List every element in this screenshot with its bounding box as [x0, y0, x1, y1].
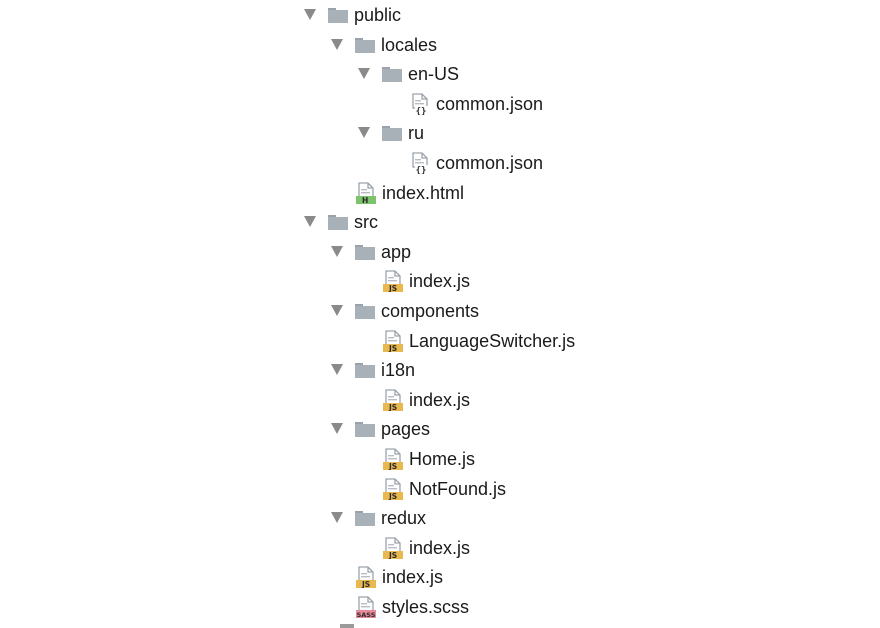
folder-icon	[328, 215, 348, 231]
tree-file-home-js[interactable]: JS Home.js	[0, 444, 880, 474]
chevron-down-icon[interactable]	[304, 216, 316, 228]
folder-icon	[355, 37, 375, 53]
chevron-down-icon[interactable]	[304, 9, 316, 20]
tree-item-label: index.html	[382, 182, 465, 203]
folder-icon	[328, 8, 348, 23]
svg-text:JS: JS	[388, 284, 397, 292]
html-file-icon: H	[356, 181, 376, 205]
tree-file-styles-scss[interactable]: SASS styles.scss	[0, 592, 880, 622]
svg-text:JS: JS	[388, 551, 397, 559]
json-file-icon: {}	[410, 93, 430, 117]
js-file-icon: JS	[383, 329, 403, 353]
tree-item-label: NotFound.js	[409, 478, 507, 499]
tree-item-label: components	[381, 301, 480, 321]
folder-icon	[355, 304, 375, 319]
tree-item-label: common.json	[436, 93, 544, 114]
folder-icon	[355, 422, 375, 438]
js-file-icon: JS	[383, 270, 403, 293]
js-file-icon: JS	[356, 566, 376, 589]
tree-item-label: src	[354, 212, 378, 233]
json-file-icon: {}	[410, 152, 430, 176]
tree-file-index-js[interactable]: JS index.js	[0, 385, 880, 415]
tree-file-common-json[interactable]: {} common.json	[0, 89, 880, 119]
chevron-down-icon[interactable]	[358, 68, 370, 80]
tree-folder-en-us[interactable]: en-US	[0, 59, 880, 89]
chevron-down-icon[interactable]	[331, 38, 343, 50]
folder-icon	[355, 363, 375, 379]
chevron-down-icon[interactable]	[358, 127, 370, 139]
tree-folder-public[interactable]: public	[0, 0, 880, 30]
tree-item-label: index.js	[409, 389, 471, 410]
tree-folder-i18n[interactable]: i18n	[0, 355, 880, 385]
scss-file-icon: SASS	[356, 596, 376, 619]
tree-file-common-json[interactable]: {} common.json	[0, 148, 880, 178]
tree-file-index-js[interactable]: JS index.js	[0, 533, 880, 563]
tree-item-label: en-US	[408, 64, 460, 85]
tree-item-label: app	[381, 241, 412, 262]
folder-icon	[382, 126, 402, 142]
js-file-icon: JS	[383, 389, 403, 412]
tree-folder-locales[interactable]: locales	[0, 30, 880, 60]
svg-text:JS: JS	[361, 580, 370, 588]
tree-item-label: locales	[381, 34, 438, 55]
tree-item-label: ru	[408, 123, 425, 144]
tree-item-label: index.js	[409, 537, 471, 558]
tree-item-label: pages	[381, 419, 431, 440]
tree-file-notfound-js[interactable]: JS NotFound.js	[0, 474, 880, 504]
chevron-down-icon[interactable]	[331, 512, 343, 524]
svg-text:JS: JS	[388, 462, 397, 470]
tree-file-languageswitcher-js[interactable]: JS LanguageSwitcher.js	[0, 326, 880, 356]
folder-icon	[355, 244, 375, 260]
tree-item-label: common.json	[436, 153, 544, 173]
tree-item-label: styles.scss	[382, 597, 470, 617]
tree-item-label: LanguageSwitcher.js	[409, 330, 576, 351]
svg-text:H: H	[362, 196, 368, 204]
tree-folder-app[interactable]: app	[0, 237, 880, 267]
js-file-icon: JS	[383, 448, 403, 471]
tree-item-label: redux	[381, 508, 427, 529]
tree-folder-pages[interactable]: pages	[0, 414, 880, 444]
tree-item-label: index.js	[409, 271, 471, 292]
tree-folder-components[interactable]: components	[0, 296, 880, 326]
tree-item-label: Home.js	[409, 449, 476, 469]
svg-text:SASS: SASS	[357, 611, 376, 618]
folder-icon	[355, 511, 375, 527]
next-row-edge	[340, 624, 354, 628]
tree-file-index-js[interactable]: JS index.js	[0, 562, 880, 592]
svg-text:JS: JS	[388, 492, 397, 500]
svg-text:{}: {}	[416, 166, 427, 174]
chevron-down-icon[interactable]	[331, 245, 343, 257]
svg-text:JS: JS	[388, 403, 397, 411]
tree-item-label: public	[354, 5, 402, 25]
tree-item-label: i18n	[381, 360, 416, 381]
chevron-down-icon[interactable]	[331, 423, 343, 435]
tree-item-label: index.js	[382, 567, 444, 588]
tree-folder-ru[interactable]: ru	[0, 118, 880, 148]
chevron-down-icon[interactable]	[331, 305, 343, 316]
tree-file-index-js[interactable]: JS index.js	[0, 266, 880, 296]
svg-text:{}: {}	[416, 107, 427, 115]
tree-folder-redux[interactable]: redux	[0, 503, 880, 533]
tree-folder-src[interactable]: src	[0, 207, 880, 237]
js-file-icon: JS	[383, 537, 403, 560]
chevron-down-icon[interactable]	[331, 364, 343, 376]
svg-text:JS: JS	[388, 344, 397, 352]
folder-icon	[382, 67, 402, 83]
js-file-icon: JS	[383, 477, 403, 501]
